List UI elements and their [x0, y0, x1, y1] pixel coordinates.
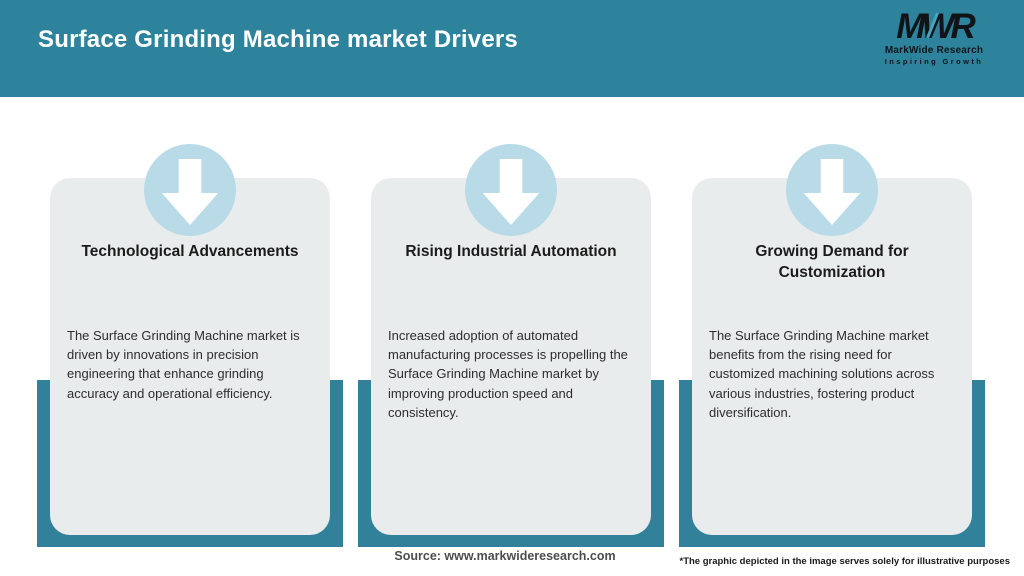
header-bar: Surface Grinding Machine market Drivers …: [0, 0, 1024, 97]
logo-monogram: MWR: [896, 7, 975, 46]
down-arrow-icon: [803, 155, 861, 225]
disclaimer-note: *The graphic depicted in the image serve…: [679, 556, 1011, 567]
down-arrow-badge: [465, 144, 557, 236]
down-arrow-badge: [786, 144, 878, 236]
markwide-research-logo: MWR MarkWide Research Inspiring Growth: [864, 9, 1004, 66]
card-description: Increased adoption of automated manufact…: [388, 328, 628, 420]
card-title: Growing Demand for Customization: [755, 243, 909, 281]
down-arrow-badge: [144, 144, 236, 236]
source-attribution: Source: www.markwideresearch.com: [394, 549, 616, 563]
down-arrow-icon: [161, 155, 219, 225]
page-title: Surface Grinding Machine market Drivers: [38, 26, 518, 53]
card-description: The Surface Grinding Machine market is d…: [67, 328, 300, 401]
down-arrow-icon: [482, 155, 540, 225]
driver-card-rising-industrial-automation: Rising Industrial Automation Increased a…: [371, 178, 651, 535]
driver-card-growing-demand-for-customization: Growing Demand for Customization The Sur…: [692, 178, 972, 535]
card-title: Rising Industrial Automation: [405, 243, 617, 260]
card-title: Technological Advancements: [81, 243, 299, 260]
driver-card-technological-advancements: Technological Advancements The Surface G…: [50, 178, 330, 535]
logo-tagline: Inspiring Growth: [884, 57, 984, 66]
logo-monogram-text: MWR: [896, 7, 975, 46]
card-description: The Surface Grinding Machine market bene…: [709, 328, 935, 420]
logo-company-name: MarkWide Research: [884, 45, 984, 56]
